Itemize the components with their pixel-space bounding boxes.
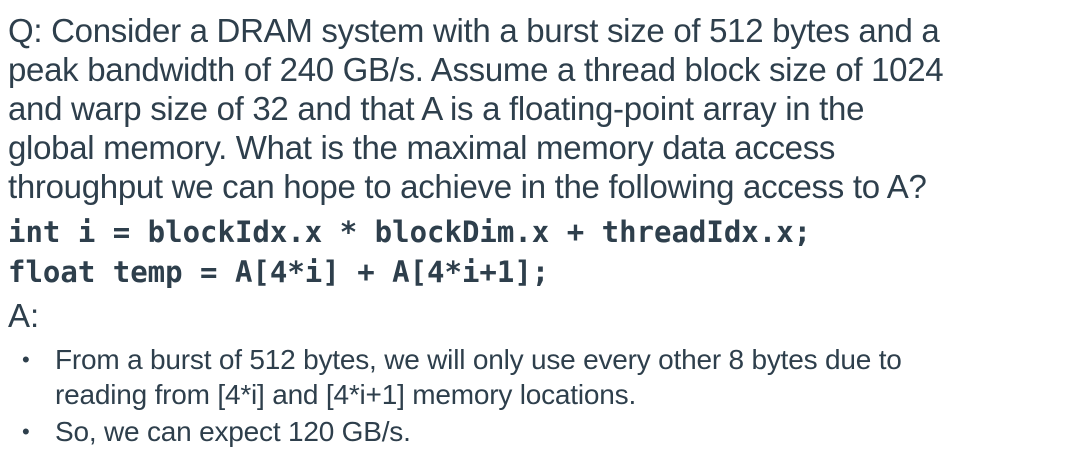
code-snippet: int i = blockIdx.x * blockDim.x + thread… bbox=[0, 206, 1071, 292]
bullet-text: So, we can expect 120 GB/s. bbox=[55, 414, 411, 449]
code-line: int i = blockIdx.x * blockDim.x + thread… bbox=[8, 215, 812, 249]
question-line: peak bandwidth of 240 GB/s. Assume a thr… bbox=[8, 51, 944, 88]
bullet-marker: • bbox=[22, 347, 30, 372]
question-line: and warp size of 32 and that A is a floa… bbox=[8, 90, 865, 127]
bullet-line: So, we can expect 120 GB/s. bbox=[55, 416, 411, 447]
bullet-item: • From a burst of 512 bytes, we will onl… bbox=[0, 342, 1071, 412]
bullet-marker: • bbox=[22, 419, 30, 444]
bullet-line: reading from [4*i] and [4*i+1] memory lo… bbox=[55, 379, 637, 410]
question-line: global memory. What is the maximal memor… bbox=[8, 129, 836, 166]
answer-bullet-list: • From a burst of 512 bytes, we will onl… bbox=[0, 335, 1071, 449]
question-line: Q: Consider a DRAM system with a burst s… bbox=[8, 12, 940, 49]
question-paragraph: Q: Consider a DRAM system with a burst s… bbox=[0, 0, 1071, 206]
bullet-line: From a burst of 512 bytes, we will only … bbox=[55, 344, 902, 375]
code-line: float temp = A[4*i] + A[4*i+1]; bbox=[8, 255, 550, 289]
answer-label: A: bbox=[8, 297, 40, 334]
bullet-item: • So, we can expect 120 GB/s. bbox=[0, 414, 1071, 449]
question-line: throughput we can hope to achieve in the… bbox=[8, 168, 927, 205]
bullet-text: From a burst of 512 bytes, we will only … bbox=[55, 342, 902, 412]
